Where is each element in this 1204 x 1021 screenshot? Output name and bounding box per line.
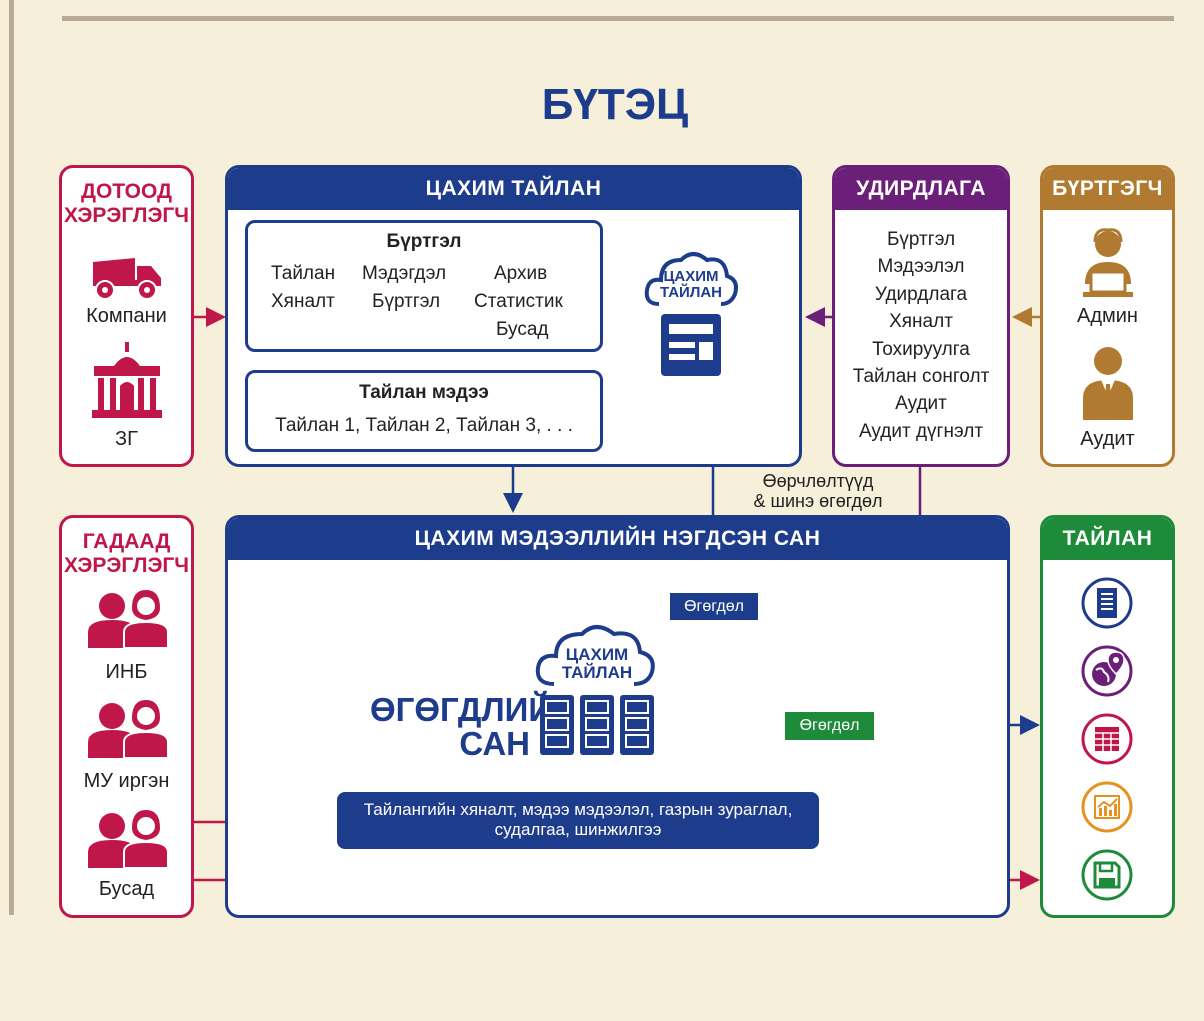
management-item: Тайлан сонголт xyxy=(852,366,990,388)
registrar-header: БҮРТГЭГЧ xyxy=(1043,168,1172,210)
e-report-panel: ЦАХИМ ТАЙЛАН Бүртгэл Тайлан Мэдэгдэл Арх… xyxy=(225,165,802,467)
db-cloud-icon xyxy=(535,625,655,686)
page-title: БҮТЭЦ xyxy=(541,80,689,129)
report-document-icon xyxy=(661,314,721,376)
report-panel: ТАЙЛАН xyxy=(1040,515,1175,918)
management-item: Тохируулга xyxy=(872,338,970,360)
changes-label: Өөрчлөлтүүд & шинэ өгөгдөл xyxy=(753,471,883,511)
management-item: Мэдээлэл xyxy=(877,256,965,278)
services-box: Тайлангийн хяналт, мэдээ мэдээлэл, газры… xyxy=(337,792,819,849)
document-icon xyxy=(1081,577,1133,629)
management-item: Бүртгэл xyxy=(886,229,956,250)
globe-location-icon xyxy=(1081,645,1133,697)
management-item: Удирдлага xyxy=(874,283,968,305)
citizen-label: МУ иргэн xyxy=(83,770,170,792)
registration-item: Тайлан xyxy=(271,263,336,284)
data-tag: Өгөгдөл xyxy=(670,593,758,620)
management-item: Хяналт xyxy=(889,311,953,333)
people-icon xyxy=(88,810,169,868)
registration-item: Мэдэгдэл xyxy=(362,263,447,284)
government-building-icon xyxy=(92,342,162,418)
ikb-label: ИНБ xyxy=(105,661,148,683)
management-item: Аудит дүгнэлт xyxy=(858,420,984,442)
auditor-label: Аудит xyxy=(1080,428,1135,450)
truck-icon xyxy=(93,258,161,300)
output-data-tag: Өгөгдөл xyxy=(785,712,874,740)
registration-item: Архив xyxy=(494,263,548,284)
spreadsheet-icon xyxy=(1081,713,1133,765)
internal-users-panel: ДОТООД ХЭРЭГЛЭГЧ Компани ЗГ xyxy=(59,165,194,467)
registration-item: Статистик xyxy=(474,291,563,312)
registration-title: Бүртгэл xyxy=(386,231,462,252)
integrated-db-panel: ЦАХИМ МЭДЭЭЛЛИЙН НЭГДСЭН САН xyxy=(225,515,1010,918)
top-rule xyxy=(62,16,1174,21)
report-header: ТАЙЛАН xyxy=(1043,518,1172,560)
management-item: Аудит xyxy=(895,393,947,415)
other-label: Бусад xyxy=(98,878,155,900)
server-rack-icon xyxy=(540,695,654,755)
db-cloud-label: ЦАХИМ ТАЙЛАН xyxy=(561,645,633,682)
internal-users-header: ДОТООД ХЭРЭГЛЭГЧ xyxy=(63,180,190,227)
e-report-header: ЦАХИМ ТАЙЛАН xyxy=(228,168,799,210)
report-news-text: Тайлан 1, Тайлан 2, Тайлан 3, . . . xyxy=(275,415,573,436)
people-icon xyxy=(88,700,169,758)
database-label: ӨГӨГДЛИЙН САН xyxy=(370,691,576,762)
registration-item: Бусад xyxy=(496,319,549,340)
left-rule xyxy=(9,0,14,915)
integrated-db-header: ЦАХИМ МЭДЭЭЛЛИЙН НЭГДСЭН САН xyxy=(228,518,1007,560)
people-icon xyxy=(88,590,169,648)
admin-icon xyxy=(1083,228,1133,297)
external-users-header: ГАДААД ХЭРЭГЛЭГЧ xyxy=(63,530,190,577)
auditor-icon xyxy=(1083,347,1133,420)
registration-item: Хяналт xyxy=(271,291,335,312)
registration-box: Бүртгэл Тайлан Мэдэгдэл Архив Хяналт Бүр… xyxy=(245,220,603,352)
management-list: Бүртгэл Мэдээлэл Удирдлага Хяналт Тохиру… xyxy=(835,226,1007,445)
company-label: Компани xyxy=(86,305,167,327)
management-panel: УДИРДЛАГА Бүртгэл Мэдээлэл Удирдлага Хян… xyxy=(832,165,1010,467)
registration-item: Бүртгэл xyxy=(372,291,441,312)
registrar-panel: БҮРТГЭГЧ Админ Аудит xyxy=(1040,165,1175,467)
government-label: ЗГ xyxy=(115,428,138,450)
admin-label: Админ xyxy=(1077,305,1138,327)
report-news-title: Тайлан мэдээ xyxy=(359,382,489,403)
cloud-label: ЦАХИМ ТАЙЛАН xyxy=(659,268,723,301)
cloud-icon xyxy=(644,252,738,306)
management-header: УДИРДЛАГА xyxy=(835,168,1007,210)
report-news-box: Тайлан мэдээ Тайлан 1, Тайлан 2, Тайлан … xyxy=(245,370,603,452)
chart-icon xyxy=(1081,781,1133,833)
save-icon xyxy=(1081,849,1133,901)
external-users-panel: ГАДААД ХЭРЭГЛЭГЧ ИНБ МУ иргэн Бусад xyxy=(59,515,194,918)
